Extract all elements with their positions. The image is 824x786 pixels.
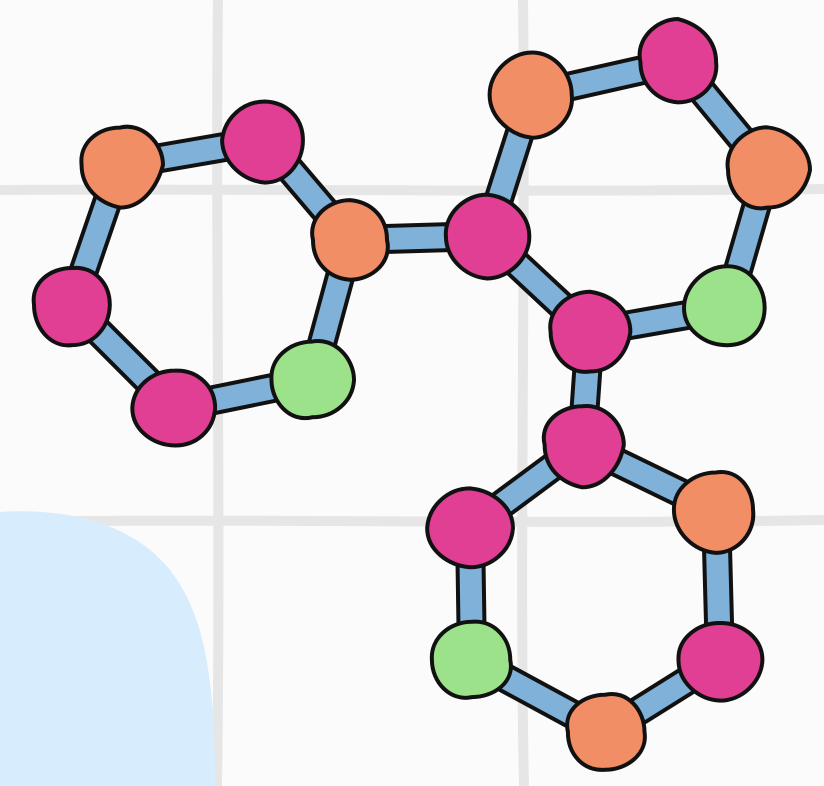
atom-pink [678,623,762,701]
atom-pink [550,292,630,372]
atom-green [432,622,511,698]
atom-orange [728,127,810,208]
atom-orange [312,200,388,280]
atom-pink [640,19,717,102]
atom-orange [567,694,645,770]
atom-orange [81,127,163,208]
atom-orange [490,52,572,137]
atom-green [271,341,354,418]
atom-green [684,266,765,345]
atom-pink [446,195,529,279]
atom-pink [132,371,215,446]
atom-pink [427,488,513,567]
decorative-blob [0,511,215,786]
atom-orange [674,472,753,553]
atom-pink [222,101,303,182]
atom-pink [34,268,110,346]
